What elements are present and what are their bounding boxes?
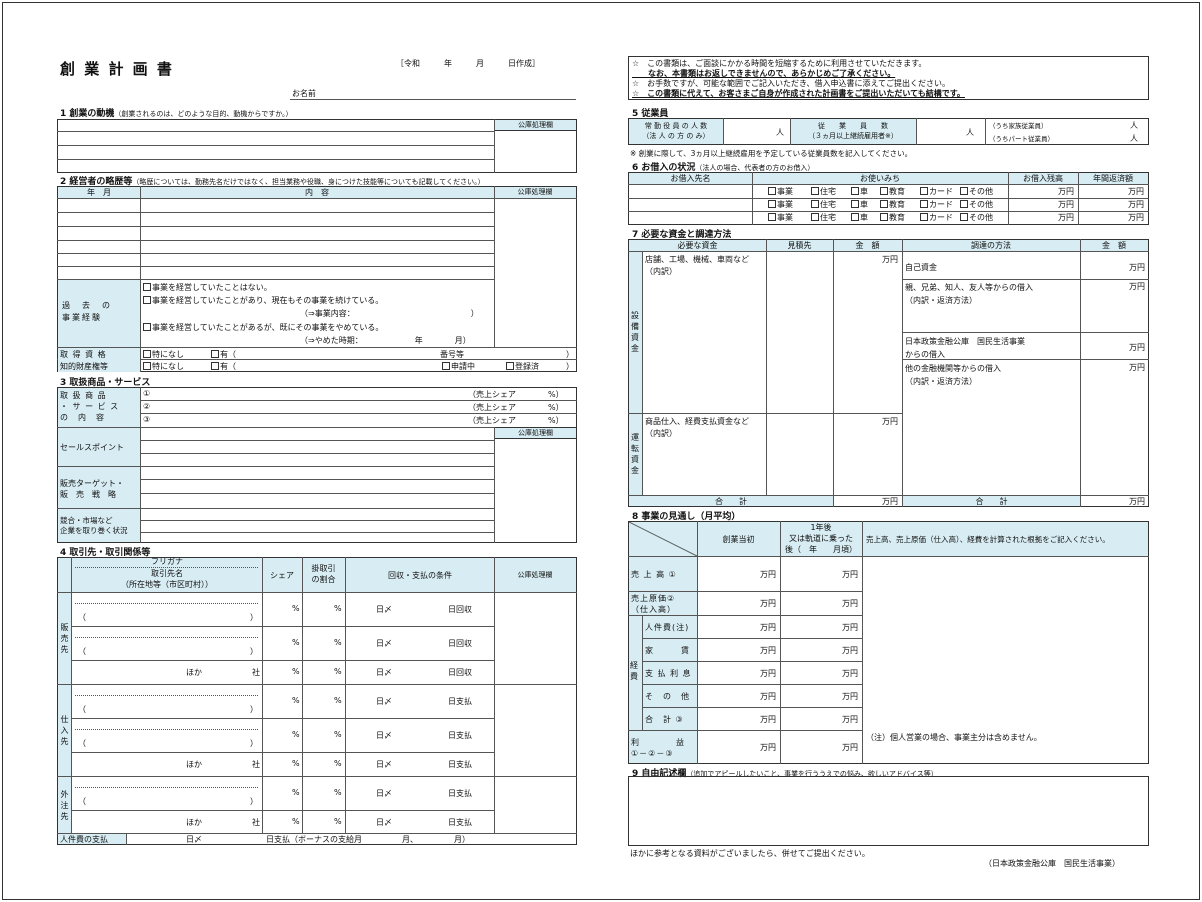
name-label: お名前 bbox=[292, 89, 316, 98]
ip-yes[interactable]: 有（ bbox=[211, 361, 236, 372]
loan-use-0-3[interactable]: 教育 bbox=[880, 186, 905, 197]
license-label: 取 得 資 格 bbox=[60, 350, 107, 359]
forecast-row-label: 家 賃 bbox=[645, 645, 690, 655]
competition-label: 競合・市場など 企業を取り巻く状況 bbox=[60, 516, 128, 535]
ip-applied[interactable]: 申請中 bbox=[442, 361, 475, 372]
forecast-row-label: 支 払 利 息 bbox=[645, 668, 692, 678]
section-7-title: 7 必要な資金と調達方法 bbox=[632, 230, 732, 240]
org-name: （日本政策金融公庫 国民生活事業） bbox=[984, 859, 1120, 868]
section-4-title: 4 取引先・取引関係等 bbox=[60, 548, 151, 558]
loan-use-1-2[interactable]: 車 bbox=[851, 199, 868, 210]
exp-option-2[interactable]: 事業を経営していたことがあり、現在もその事業を続けている。 bbox=[143, 295, 383, 306]
section-2-title: 2 経営者の略歴等（略歴については、勤務先名だけではなく、担当業務や役職、身につ… bbox=[60, 177, 485, 187]
loan-use-2-2[interactable]: 車 bbox=[851, 212, 868, 223]
target-label: 販売ターゲット・ 販 売 戦 略 bbox=[60, 479, 124, 499]
loan-use-0-1[interactable]: 住宅 bbox=[811, 186, 836, 197]
loan-use-2-1[interactable]: 住宅 bbox=[811, 212, 836, 223]
loan-use-2-3[interactable]: 教育 bbox=[880, 212, 905, 223]
partners-box bbox=[57, 557, 577, 845]
unten-label: 運 転 資 金 bbox=[631, 433, 639, 475]
products-label: 取 扱 商 品 ・ サ ー ビ ス の 内 容 bbox=[60, 391, 120, 422]
forecast-row-label: 利 益 ①－②－③ bbox=[631, 738, 685, 758]
col-content: 内 容 bbox=[305, 188, 329, 197]
sales-point-label: セールスポイント bbox=[60, 443, 124, 452]
forecast-row-label: 合 計 ③ bbox=[645, 714, 684, 724]
kouko-header-2: 公庫処理欄 bbox=[517, 188, 553, 196]
forecast-row-label: 人件費(注) bbox=[645, 622, 690, 632]
exp-label: 過 去 の 事業経験 bbox=[62, 301, 112, 322]
exp-option-1[interactable]: 事業を経営していたことはない。 bbox=[143, 282, 272, 293]
ip-none[interactable]: 特になし bbox=[143, 361, 184, 372]
license-yes[interactable]: 有（ bbox=[211, 349, 236, 360]
loan-use-2-0[interactable]: 事業 bbox=[768, 212, 793, 223]
exp-option-3[interactable]: 事業を経営していたことがあるが、既にその事業をやめている。 bbox=[143, 322, 383, 333]
forecast-table bbox=[628, 521, 1149, 764]
section-1-title: 1 創業の動機（創業されるのは、どのような目的、動機からですか。） bbox=[60, 109, 293, 119]
forecast-row-label: 売 上 高 ① bbox=[631, 569, 677, 579]
section-3-title: 3 取扱商品・サービス bbox=[60, 378, 151, 388]
form-title: 創 業 計 画 書 bbox=[60, 60, 174, 78]
products-box bbox=[57, 387, 577, 543]
loan-use-1-5[interactable]: その他 bbox=[960, 199, 993, 210]
funds-table bbox=[628, 239, 1149, 507]
ip-registered[interactable]: 登録済 bbox=[506, 361, 539, 372]
labor-cost-label: 人件費の支払 bbox=[60, 835, 108, 844]
date-label: ［令和 年 月 日作成］ bbox=[396, 59, 540, 68]
col-year: 年 月 bbox=[87, 188, 111, 197]
forecast-row-label: そ の 他 bbox=[645, 691, 690, 701]
license-none[interactable]: 特になし bbox=[143, 349, 184, 360]
section-8-title: 8 事業の見通し（月平均） bbox=[632, 512, 741, 522]
partner-group-out: 外 注 先 bbox=[60, 789, 69, 821]
setsubi-label: 設 備 資 金 bbox=[631, 311, 639, 353]
ip-label: 知的財産権等 bbox=[60, 362, 108, 371]
section-5-title: 5 従業員 bbox=[632, 109, 669, 119]
partner-group-sell: 販 売 先 bbox=[60, 623, 69, 654]
loan-use-1-1[interactable]: 住宅 bbox=[811, 199, 836, 210]
free-text-box[interactable] bbox=[628, 776, 1149, 846]
loan-use-0-5[interactable]: その他 bbox=[960, 186, 993, 197]
forecast-row-label: 売上原価② （仕入高） bbox=[631, 594, 676, 614]
loan-use-2-5[interactable]: その他 bbox=[960, 212, 993, 223]
employees-box bbox=[628, 118, 1149, 145]
notes-box bbox=[628, 56, 1149, 100]
loan-use-0-0[interactable]: 事業 bbox=[768, 186, 793, 197]
loan-use-2-4[interactable]: カード bbox=[920, 212, 953, 223]
keihi-label: 経 費 bbox=[630, 661, 638, 681]
loan-use-0-4[interactable]: カード bbox=[920, 186, 953, 197]
kouko-header-1: 公庫処理欄 bbox=[494, 119, 577, 131]
motive-box[interactable] bbox=[57, 119, 577, 173]
loan-use-1-3[interactable]: 教育 bbox=[880, 199, 905, 210]
section-6-title: 6 お借入の状況（法人の場合、代表者の方のお借入） bbox=[632, 163, 815, 173]
partner-group-buy: 仕 入 先 bbox=[60, 715, 69, 746]
loan-use-1-4[interactable]: カード bbox=[920, 199, 953, 210]
kouko-header-3: 公庫処理欄 bbox=[494, 427, 577, 439]
name-underline bbox=[290, 99, 576, 100]
loan-use-1-0[interactable]: 事業 bbox=[768, 199, 793, 210]
header-diagonal bbox=[629, 522, 697, 556]
section-9-title: 9 自由記述欄（追加でアピールしたいこと、事業を行ううえでの悩み、欲しいアドバイ… bbox=[632, 769, 938, 779]
loan-use-0-2[interactable]: 車 bbox=[851, 186, 868, 197]
